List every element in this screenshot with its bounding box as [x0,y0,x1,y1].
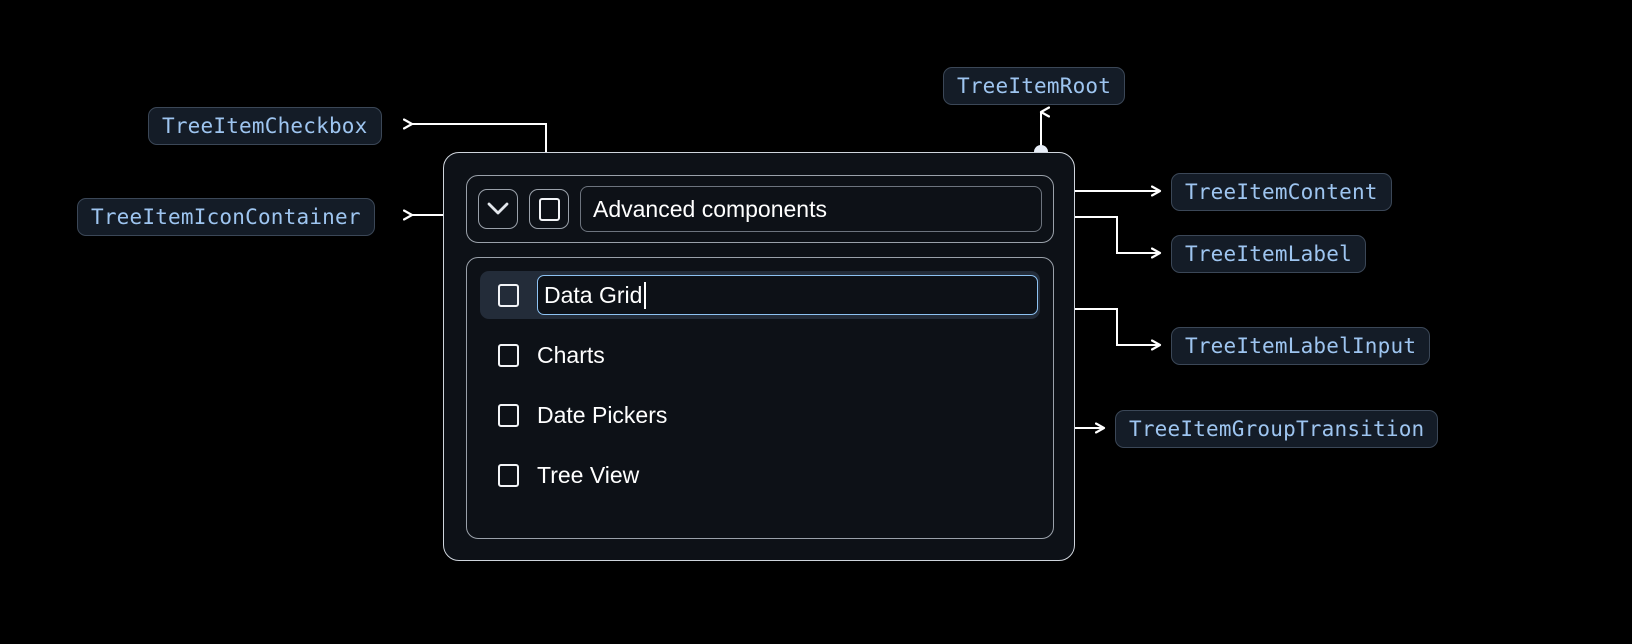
chevron-down-icon [487,202,509,215]
text-caret [644,281,647,309]
annotation-badge-tree-item-label-input: TreeItemLabelInput [1171,327,1431,365]
annotation-badge-tree-item-content: TreeItemContent [1171,173,1392,211]
tree-item-label[interactable]: Advanced components [580,186,1042,232]
annotation-badge-tree-item-group-transition: TreeItemGroupTransition [1115,410,1439,448]
checkbox-unchecked-icon[interactable] [498,403,519,427]
tree-item-label: Charts [537,341,605,368]
tree-item-label: Date Pickers [537,401,668,428]
annotation-badge-tree-item-icon-container: TreeItemIconContainer [77,198,375,236]
annotation-badge-tree-item-root: TreeItemRoot [943,67,1126,105]
tree-item-row-charts[interactable]: Charts [480,331,1040,379]
tree-item-row-date-pickers[interactable]: Date Pickers [480,391,1040,439]
tree-item-checkbox[interactable] [529,189,569,229]
checkbox-unchecked-icon [538,197,560,221]
checkbox-unchecked-icon[interactable] [498,463,519,487]
wire-tree-item-label-input [1041,308,1160,345]
tree-item-row-data-grid[interactable]: Data Grid [480,271,1040,319]
checkbox-unchecked-icon[interactable] [498,283,519,307]
tree-item-label-input-value: Data Grid [544,281,643,308]
tree-item-icon-container[interactable] [478,189,518,229]
annotation-badge-tree-item-checkbox: TreeItemCheckbox [148,107,382,145]
tree-item-label: Tree View [537,461,640,488]
wire-tree-item-label [1041,216,1160,253]
tree-item-group-transition: Data Grid Charts Date Pickers Tree View [466,257,1054,539]
annotation-badge-tree-item-label: TreeItemLabel [1171,235,1366,273]
tree-item-row-tree-view[interactable]: Tree View [480,451,1040,499]
tree-item-root[interactable]: Advanced components Data Grid Charts Dat… [443,152,1075,561]
tree-item-label-input[interactable]: Data Grid [537,275,1038,315]
checkbox-unchecked-icon[interactable] [498,343,519,367]
tree-item-content[interactable]: Advanced components [466,175,1054,243]
